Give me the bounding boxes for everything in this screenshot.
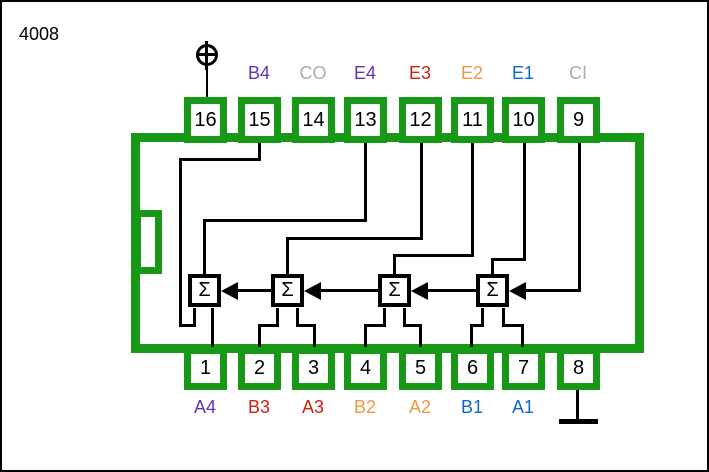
pin-label-e1: E1 bbox=[511, 63, 535, 83]
wire-adder1-left-jog bbox=[470, 324, 484, 327]
pin-label-b3: B3 bbox=[247, 397, 271, 417]
pin-label-a3: A3 bbox=[301, 397, 325, 417]
pin-label-e4: E4 bbox=[353, 63, 377, 83]
wire-adder1-left-drop bbox=[470, 324, 473, 351]
pin-label-ci: CI bbox=[569, 63, 587, 83]
wire-b4-horiz bbox=[179, 158, 261, 161]
wire-adder3-right-jog bbox=[296, 324, 316, 327]
pin-label-a2: A2 bbox=[408, 397, 432, 417]
pin-5: 5 bbox=[399, 347, 442, 390]
wire-ci-drop bbox=[578, 141, 581, 292]
pin-label-a1: A1 bbox=[511, 397, 535, 417]
pin-6: 6 bbox=[451, 347, 494, 390]
wire-e2-drop bbox=[471, 141, 474, 257]
wire-carry-2to1 bbox=[236, 289, 273, 292]
wire-e2-horiz bbox=[393, 254, 474, 257]
wire-adder2-right-drop bbox=[419, 324, 422, 351]
pin-label-b4: B4 bbox=[247, 63, 271, 83]
carry-arrow-icon bbox=[221, 282, 238, 300]
wire-adder2-right-leg bbox=[403, 308, 406, 327]
adder-block-bit1: Σ bbox=[476, 274, 509, 307]
wire-e4-horiz bbox=[203, 219, 367, 222]
pin-9: 9 bbox=[557, 97, 600, 143]
wire-e4-drop bbox=[364, 141, 367, 222]
pin-label-a4: A4 bbox=[193, 397, 217, 417]
pin-8: 8 bbox=[557, 347, 600, 390]
pin-label-b1: B1 bbox=[460, 397, 484, 417]
pin-3: 3 bbox=[292, 347, 335, 390]
wire-adder1-right-leg bbox=[502, 308, 505, 327]
wire-b4-vertical bbox=[179, 158, 182, 327]
wire-adder3-right-leg bbox=[296, 308, 299, 327]
wire-carry-3to2 bbox=[319, 289, 380, 292]
pin-15: 15 bbox=[238, 97, 281, 143]
wire-e1-horiz bbox=[491, 258, 526, 261]
wire-adder2-left-jog bbox=[364, 324, 386, 327]
pin-label-e3: E3 bbox=[408, 63, 432, 83]
ground-lead bbox=[576, 390, 579, 420]
adder-block-bit3: Σ bbox=[271, 274, 304, 307]
pin-12: 12 bbox=[399, 97, 442, 143]
wire-adder3-right-drop bbox=[313, 324, 316, 351]
wire-e3-to-adder bbox=[286, 237, 289, 274]
page-title: 4008 bbox=[19, 24, 60, 44]
pin-11: 11 bbox=[451, 97, 494, 143]
power-icon-plus-horizontal bbox=[198, 53, 217, 56]
wire-e2-to-adder bbox=[393, 254, 396, 274]
wire-ci-horiz bbox=[524, 289, 581, 292]
pin-label-e2: E2 bbox=[460, 63, 484, 83]
carry-arrow-icon bbox=[411, 282, 428, 300]
wire-e4-to-adder bbox=[203, 219, 206, 274]
carry-arrow-icon bbox=[304, 282, 321, 300]
wire-adder4-left-leg bbox=[193, 308, 196, 327]
pin-16: 16 bbox=[184, 97, 227, 143]
pin-4: 4 bbox=[344, 347, 387, 390]
wire-carry-4to3 bbox=[426, 289, 478, 292]
wire-adder2-left-drop bbox=[364, 324, 367, 351]
wire-e3-horiz bbox=[286, 237, 423, 240]
ic-body bbox=[131, 133, 644, 353]
wire-adder4-left-jog bbox=[179, 324, 196, 327]
pin-14: 14 bbox=[292, 97, 335, 143]
pin-label-b2: B2 bbox=[353, 397, 377, 417]
pin-label-co: CO bbox=[299, 63, 327, 83]
wire-adder3-left-drop bbox=[258, 324, 261, 351]
wire-adder3-left-jog bbox=[258, 324, 279, 327]
pin-2: 2 bbox=[238, 347, 281, 390]
wire-b4-drop bbox=[258, 141, 261, 161]
ground-icon bbox=[559, 419, 598, 424]
wire-e1-to-adder bbox=[491, 258, 494, 274]
wire-adder2-left-leg bbox=[383, 308, 386, 327]
wire-adder1-right-jog bbox=[502, 324, 524, 327]
wire-adder3-left-leg bbox=[276, 308, 279, 327]
pin-1: 1 bbox=[184, 347, 227, 390]
wire-adder1-left-leg bbox=[481, 308, 484, 327]
pin-10: 10 bbox=[502, 97, 545, 143]
wire-e1-drop bbox=[523, 141, 526, 261]
wire-adder2-right-jog bbox=[403, 324, 422, 327]
pin-7: 7 bbox=[502, 347, 545, 390]
ic-notch bbox=[134, 210, 162, 274]
wire-adder4-right-leg bbox=[211, 308, 214, 350]
power-lead bbox=[206, 70, 208, 98]
adder-block-bit2: Σ bbox=[378, 274, 411, 307]
wire-adder1-right-drop bbox=[521, 324, 524, 351]
adder-block-bit4: Σ bbox=[188, 274, 221, 307]
carry-arrow-icon bbox=[509, 282, 526, 300]
pin-13: 13 bbox=[344, 97, 387, 143]
wire-e3-drop bbox=[420, 141, 423, 240]
